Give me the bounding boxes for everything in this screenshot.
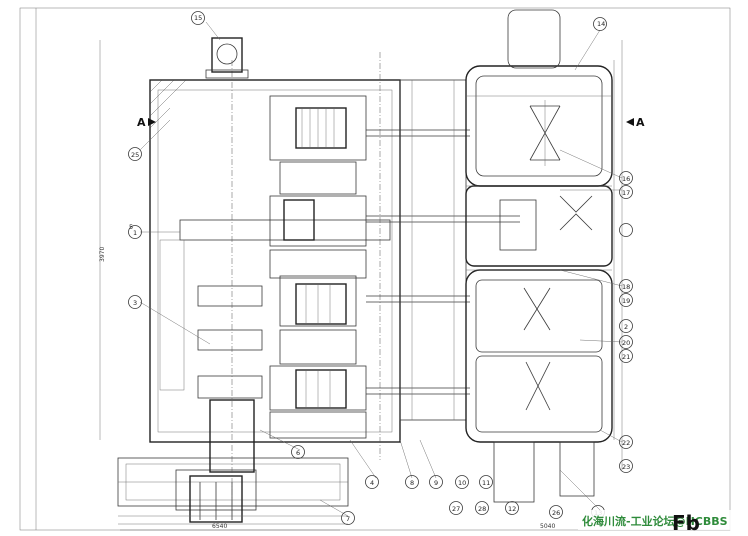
crosshead-bay-2: [269, 195, 367, 327]
callout-balloons: [128, 11, 633, 525]
callout-19: 19: [622, 297, 630, 305]
callout-23: 23: [622, 463, 630, 471]
callout-17: 17: [622, 189, 630, 197]
callout-4: 4: [370, 479, 374, 487]
section-arrow-left: [148, 118, 156, 126]
dim-mid-height: 3970: [99, 247, 106, 262]
callout-25: 25: [131, 151, 139, 159]
callout-11: 11: [482, 479, 490, 487]
callout-12: 12: [508, 505, 516, 513]
callout-10: 10: [458, 479, 466, 487]
suction-nozzle: [205, 37, 249, 79]
crosshead-bay-3: [269, 329, 367, 439]
callout-27: 27: [452, 505, 460, 513]
piston-rods: [366, 52, 520, 460]
callout-6: 6: [296, 449, 300, 457]
leader-lines: [139, 21, 623, 517]
callout-7: 7: [346, 515, 350, 523]
dim-total-width: 6540: [212, 523, 227, 530]
cylinder-upper: [465, 9, 613, 187]
crankcase: [149, 60, 401, 520]
sheet-frame: [19, 7, 731, 531]
callout-16: 16: [622, 175, 630, 183]
callout-26: 26: [552, 509, 560, 517]
callout-5: 5: [129, 223, 133, 231]
callout-18: 18: [622, 283, 630, 291]
watermark-bg: [578, 510, 738, 530]
crosshead-bay-1: [269, 95, 367, 195]
base-frame: [117, 457, 349, 525]
section-arrow-right: [626, 118, 634, 126]
callout-28: 28: [478, 505, 486, 513]
callout-15: 15: [194, 14, 202, 22]
callout-22: 22: [622, 439, 630, 447]
dim-right-flange: 5040: [540, 523, 555, 530]
callout-20: 20: [622, 339, 630, 347]
dimension-lines: [99, 40, 623, 531]
logo: Fb: [672, 511, 700, 535]
cylinder-middle: [465, 185, 613, 267]
watermark: 化海川流-工业论坛@HCBBS: [582, 514, 728, 528]
callout-9: 9: [434, 479, 438, 487]
section-marker-left: A: [137, 116, 146, 129]
callout-3: 3: [133, 299, 137, 307]
section-marker-right: A: [636, 116, 645, 129]
callout-1: 1: [133, 229, 137, 237]
callout-8: 8: [410, 479, 414, 487]
callout-21: 21: [622, 353, 630, 361]
cylinder-lower: [465, 269, 613, 503]
callout-14: 14: [597, 20, 605, 28]
callout-2: 2: [624, 323, 628, 331]
